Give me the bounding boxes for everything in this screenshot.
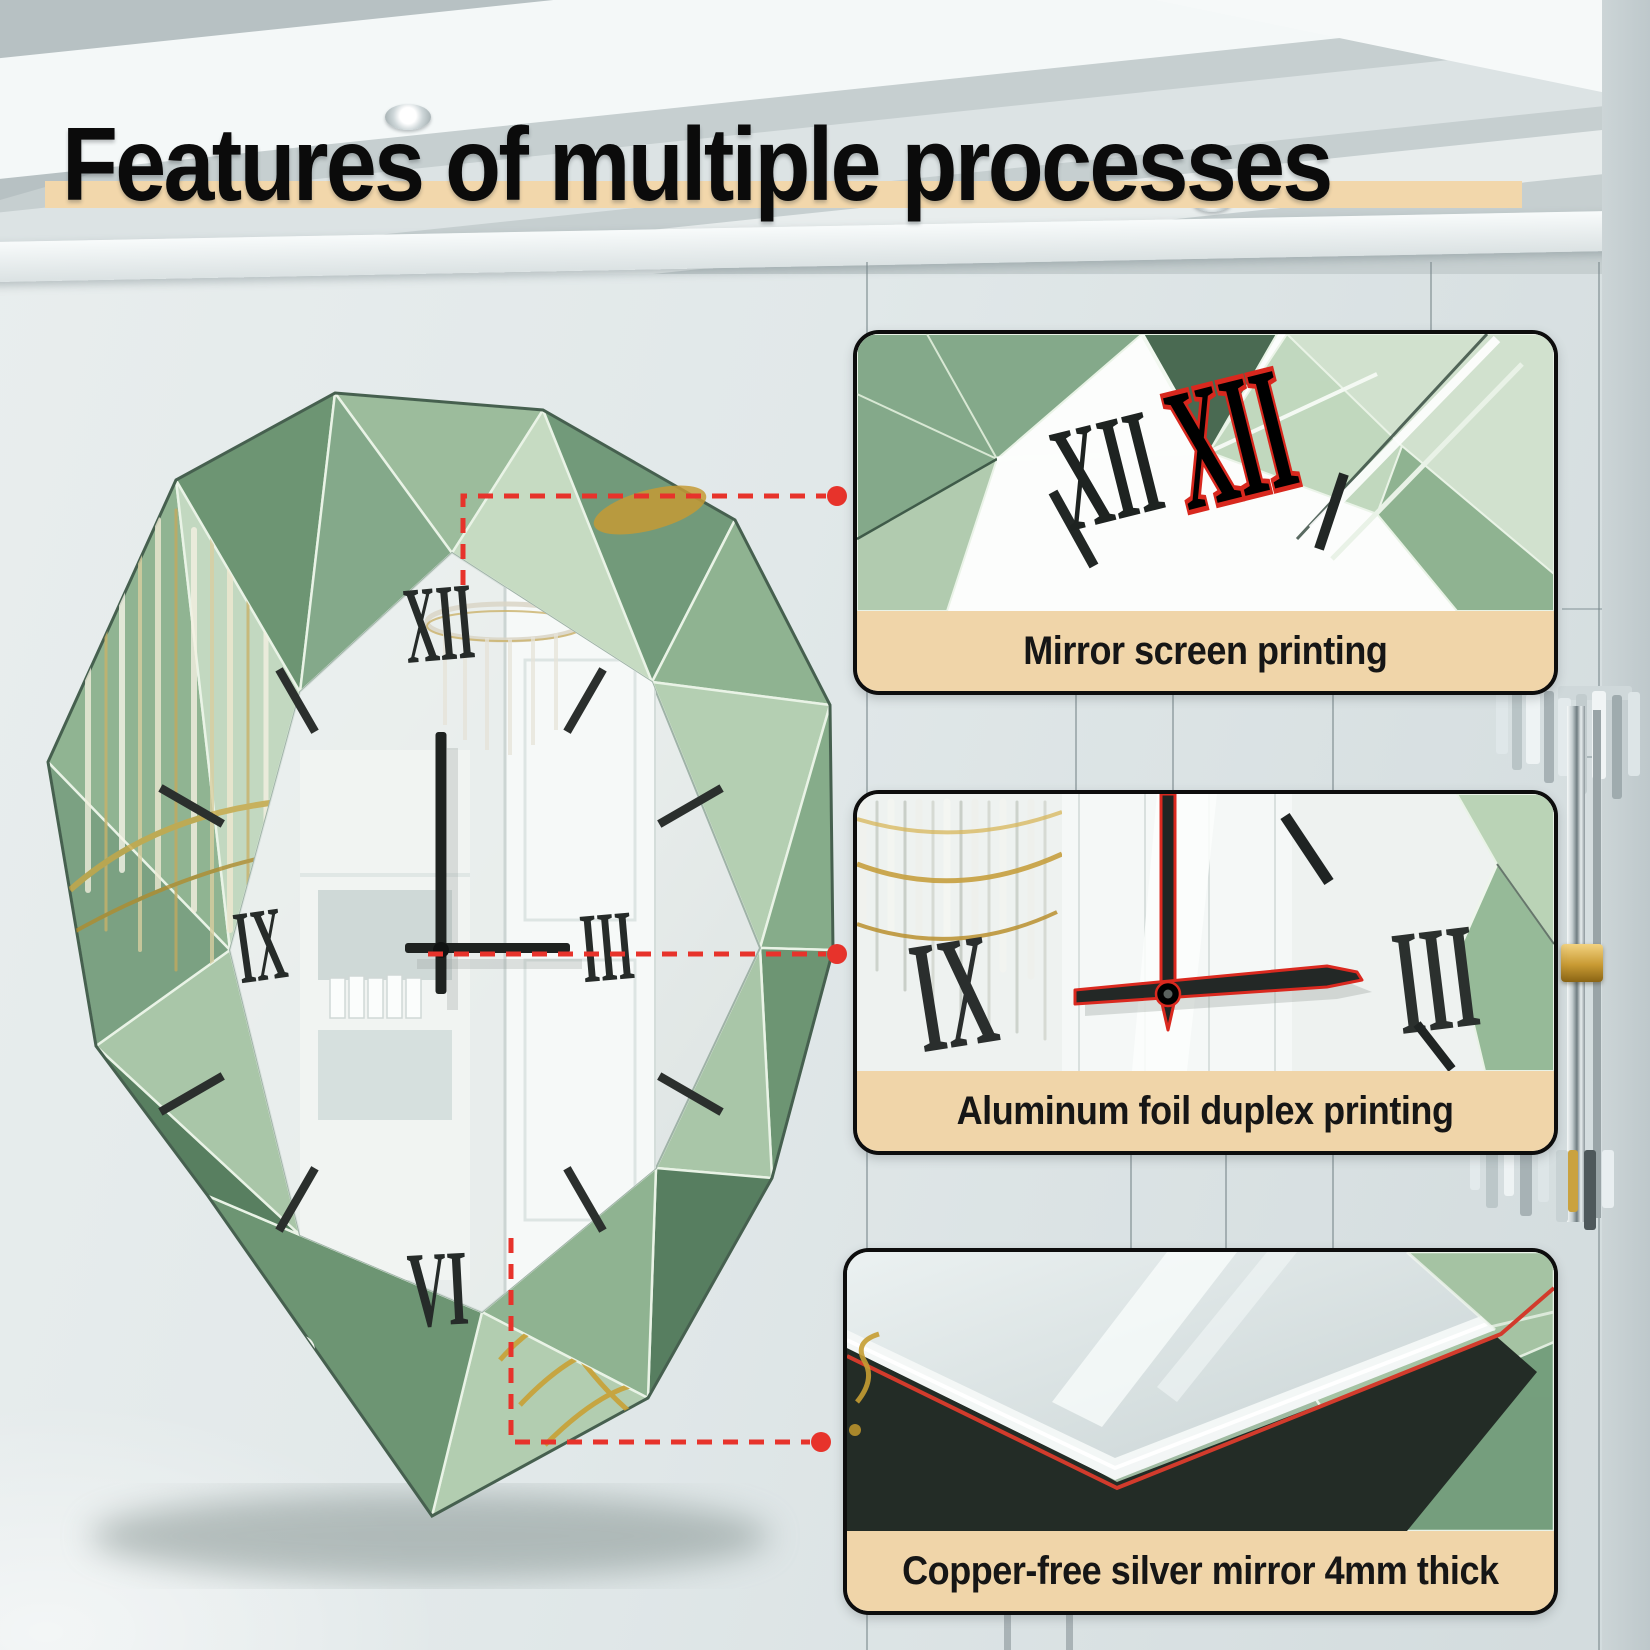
- callout-2-label: Aluminum foil duplex printing: [957, 1088, 1454, 1133]
- page-title: Features of multiple processes: [62, 107, 1333, 223]
- connector-dot-2: [827, 944, 847, 964]
- wall-post: [1004, 1615, 1011, 1650]
- connector-dot-3: [811, 1432, 831, 1452]
- callout-2-numeral-right: III: [1385, 893, 1487, 1067]
- hour-ticks: [158, 667, 724, 1233]
- bevel-lines: [857, 334, 1524, 561]
- tick-mark: [1280, 812, 1334, 886]
- callout-aluminum-foil-printing: IX III Aluminum foil duplex printing: [853, 790, 1558, 1155]
- wall-sconce-bottom: [1468, 1150, 1650, 1236]
- dark-under-frame: [847, 1332, 1537, 1531]
- wall-post: [1066, 1615, 1073, 1650]
- outlined-hands: [1073, 794, 1372, 1032]
- callout-mirror-screen-printing: XII XII Mirror screen printing: [853, 330, 1558, 695]
- callout-1-photo: XII XII: [857, 334, 1554, 611]
- callout-1-label: Mirror screen printing: [1023, 628, 1388, 673]
- wall-edge-band: [1602, 0, 1650, 1650]
- connector-dot-1: [827, 486, 847, 506]
- tick-mark: [1413, 1021, 1456, 1071]
- gold-decor: [849, 1331, 880, 1436]
- green-facets: [857, 334, 1554, 611]
- connector-line-1: [460, 493, 826, 585]
- recessed-light: [385, 104, 431, 130]
- title-highlight-bar: [45, 181, 1522, 208]
- wall-panel-line: [1172, 688, 1174, 792]
- sconce-gold-band: [1561, 944, 1603, 982]
- wall-panel-line: [1075, 688, 1077, 792]
- callout-3-photo: [847, 1252, 1554, 1531]
- green-facets: [1455, 794, 1554, 1071]
- numeral-3: III: [576, 889, 638, 1004]
- face-reflections: [230, 553, 656, 1312]
- red-bevel-outline: [847, 1286, 1554, 1491]
- numeral-6: VI: [405, 1229, 471, 1351]
- clock-hands: [405, 732, 582, 1010]
- wall-panel-line: [1130, 1155, 1132, 1250]
- chandelier: [857, 798, 1062, 1041]
- callout-2-photo: IX III: [857, 794, 1554, 1071]
- wall-panel-line: [1225, 1155, 1227, 1250]
- clock-shadow: [90, 1492, 770, 1580]
- connector-line-3: [508, 1238, 810, 1445]
- minute-hand: [435, 732, 447, 994]
- tick-mark: [1314, 472, 1349, 551]
- callout-1-caption: Mirror screen printing: [857, 611, 1554, 691]
- callout-3-caption: Copper-free silver mirror 4mm thick: [847, 1531, 1554, 1611]
- callout-2-caption: Aluminum foil duplex printing: [857, 1071, 1554, 1151]
- tick-mark: [1048, 489, 1099, 569]
- callout-3-label: Copper-free silver mirror 4mm thick: [902, 1548, 1499, 1593]
- mirror-outline: [46, 391, 835, 1518]
- diamond-mirror-clock: XII III IX VI: [46, 391, 835, 1580]
- callout-silver-mirror: Copper-free silver mirror 4mm thick: [843, 1248, 1558, 1615]
- sconce-gold-rod: [1568, 1150, 1578, 1212]
- gold-reflection-top: [593, 485, 707, 535]
- mirror-facets: [46, 391, 835, 1518]
